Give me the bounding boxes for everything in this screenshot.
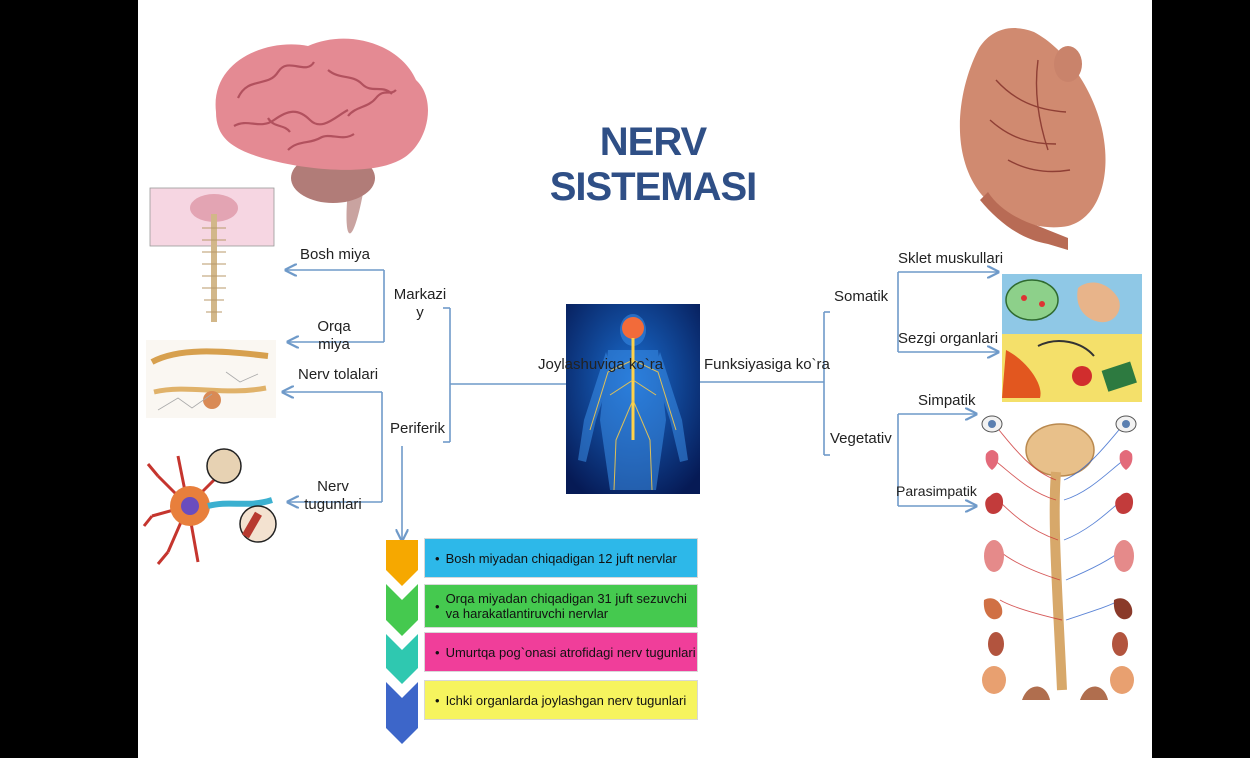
- list-item-1-text: Bosh miyadan chiqadigan 12 juft nervlar: [446, 551, 677, 566]
- list-item-3: • Umurtqa pog`onasi atrofidagi nerv tugu…: [424, 632, 698, 672]
- bullet: •: [435, 645, 440, 660]
- chevron-3: [386, 634, 418, 684]
- bullet: •: [435, 693, 440, 708]
- list-item-3-text: Umurtqa pog`onasi atrofidagi nerv tugunl…: [446, 645, 696, 660]
- list-item-4: • Ichki organlarda joylashgan nerv tugun…: [424, 680, 698, 720]
- bullet: •: [435, 599, 440, 614]
- chevron-1: [386, 540, 418, 586]
- list-item-1: • Bosh miyadan chiqadigan 12 juft nervla…: [424, 538, 698, 578]
- slide: NERV SISTEMASI: [138, 0, 1152, 758]
- list-item-2-text: Orqa miyadan chiqadigan 31 juft sezuvchi…: [446, 591, 697, 621]
- list-item-2: • Orqa miyadan chiqadigan 31 juft sezuvc…: [424, 584, 698, 628]
- chevron-4: [386, 682, 418, 744]
- chevron-2: [386, 584, 418, 636]
- list-item-4-text: Ichki organlarda joylashgan nerv tugunla…: [446, 693, 687, 708]
- bullet: •: [435, 551, 440, 566]
